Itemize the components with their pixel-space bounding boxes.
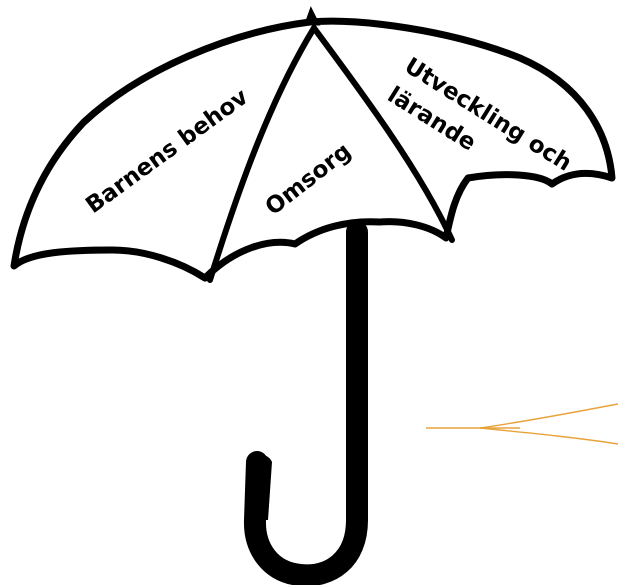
umbrella-handle <box>244 221 368 585</box>
accent-line-upper <box>479 403 618 429</box>
accent-lines <box>426 403 618 445</box>
umbrella-tip <box>303 6 321 26</box>
handle-hook-end <box>246 455 272 520</box>
rib-left <box>207 25 317 283</box>
rib-right <box>311 25 455 243</box>
accent-line-lower <box>479 427 618 445</box>
